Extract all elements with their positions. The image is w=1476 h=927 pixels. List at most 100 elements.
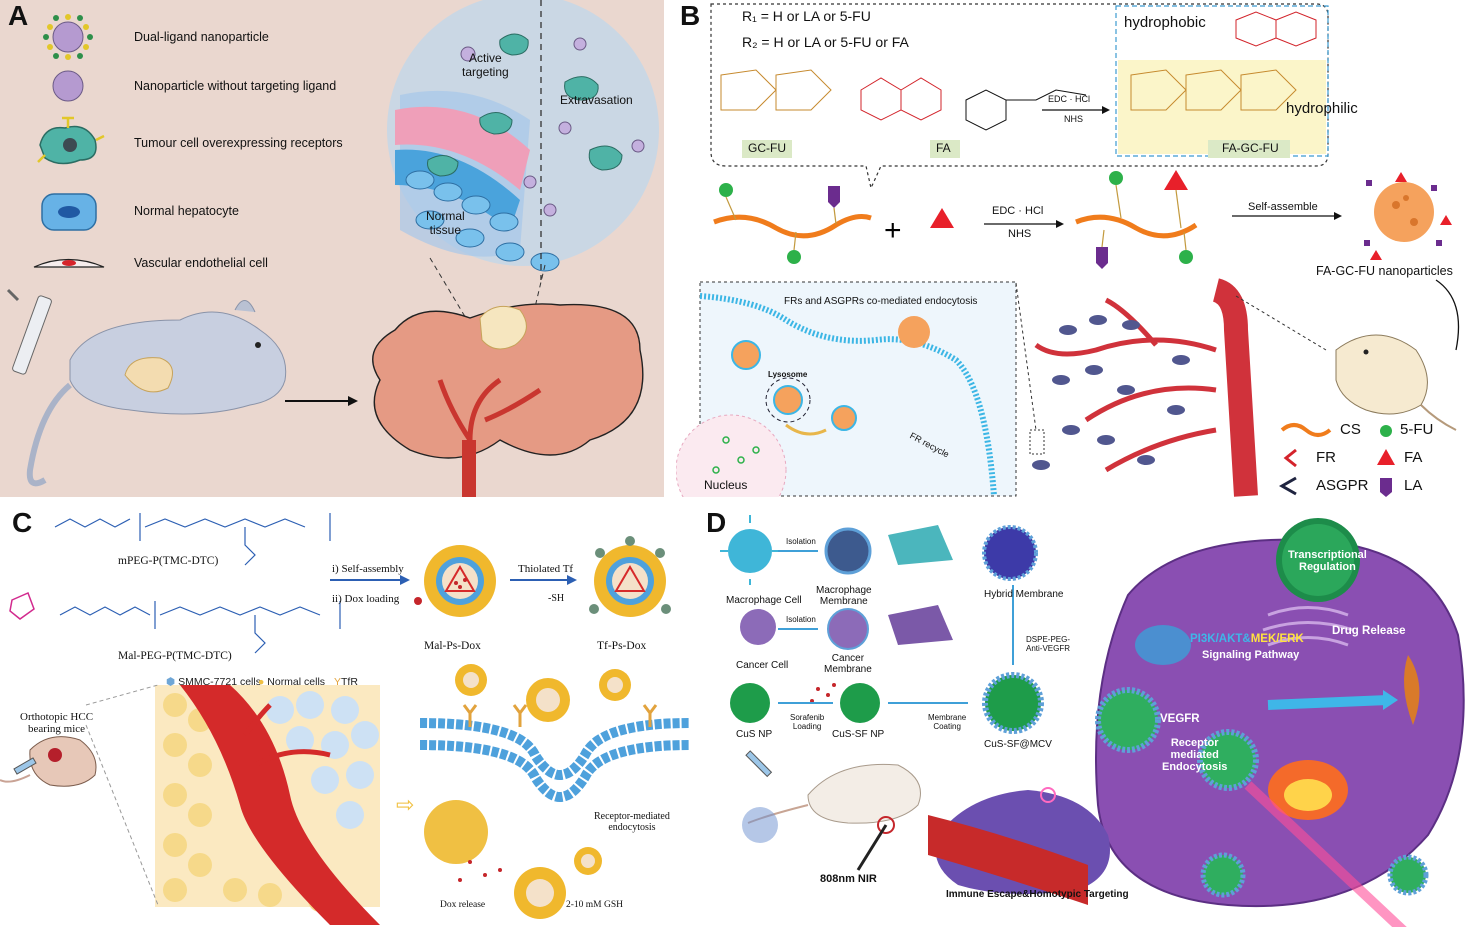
step2-label: ii) Dox loading <box>332 593 400 605</box>
reagent-label: NHS <box>1064 114 1084 124</box>
isolation-label: Isolation <box>786 615 816 624</box>
smmc-label: ⬢ SMMC-7721 cells <box>166 676 261 688</box>
sh-label: -SH <box>548 593 565 604</box>
nir-label: 808nm NIR <box>820 873 877 885</box>
normal-cells-label: ● Normal cells <box>258 676 326 688</box>
legend-cs: CS <box>1340 421 1361 438</box>
mouse-illustration <box>1335 334 1457 431</box>
dual-ligand-nanoparticle-icon <box>43 14 93 60</box>
fa-legend-icon <box>1377 449 1395 465</box>
fa-structure <box>860 77 942 121</box>
panel-c: ⇨ C mPEG-P(TMC-DTC) Mal-PEG-P(TMC-DTC) i… <box>0 505 700 927</box>
legend-item: Nanoparticle without targeting ligand <box>134 79 337 93</box>
mal-ps-dox-particle <box>424 545 496 617</box>
r1-label: R₁ = H or LA or 5-FU <box>742 8 871 24</box>
panel-b: + <box>676 0 1476 497</box>
tf-ps-dox-particle <box>589 536 671 617</box>
polymer1-label: mPEG-P(TMC-DTC) <box>118 555 219 567</box>
panel-label: B <box>680 0 701 31</box>
panel-label: A <box>8 0 29 31</box>
la-legend-icon <box>1380 478 1392 497</box>
macrophage-cell-icon <box>720 515 780 585</box>
nanoparticle-icon <box>424 664 631 919</box>
polymer-structure <box>54 513 341 654</box>
mouse-illustration <box>0 736 97 787</box>
tissue-illustration <box>155 685 380 925</box>
fa-gc-fu-label: FA-GC-FU <box>1222 141 1279 155</box>
hydrophobic-label: hydrophobic <box>1124 14 1206 31</box>
isolation-label: Isolation <box>786 537 816 546</box>
vegfr-label: VEGFR <box>1160 713 1200 725</box>
cus-np-label: CuS NP <box>736 729 773 740</box>
endocytosis-title: FRs and ASGPRs co-mediated endocytosis <box>784 296 978 307</box>
nanoparticle-icon <box>1095 687 1429 898</box>
dox-release-label: Dox release <box>440 900 486 910</box>
r2-label: R₂ = H or LA or 5-FU or FA <box>742 34 909 50</box>
legend-item: Vascular endothelial cell <box>134 256 268 270</box>
fa-gc-fu-structure <box>1130 69 1297 111</box>
panel-label: C <box>12 507 33 538</box>
legend-fr: FR <box>1316 449 1336 466</box>
gc-fu-label: GC-FU <box>748 141 786 155</box>
nanoparticles-label: FA-GC-FU nanoparticles <box>1316 264 1453 278</box>
panel-a-graphics <box>6 0 659 497</box>
legend-asgpr: ASGPR <box>1316 477 1369 494</box>
syringe-icon <box>13 757 37 775</box>
cell-membrane <box>419 704 691 802</box>
gc-fu-structure <box>720 69 832 111</box>
legend-item: Normal hepatocyte <box>134 204 239 218</box>
panel-c-graphics: ⇨ <box>0 513 691 925</box>
cus-sf-mcv-label: CuS-SF@MCV <box>984 739 1052 750</box>
svg-text:+: + <box>884 214 902 247</box>
pathway-label: PI3K/AKT&MEK/ERK <box>1190 633 1304 645</box>
mal-ps-dox-label: Mal-Ps-Dox <box>424 640 481 652</box>
reagent-label: EDC · HCl <box>992 205 1044 217</box>
drug-release-label: Drug Release <box>1332 625 1406 637</box>
plain-nanoparticle-icon <box>52 70 84 102</box>
reagent-label: NHS <box>1008 228 1032 240</box>
zoom-circle <box>387 0 659 280</box>
tumour-cell-icon <box>37 116 105 165</box>
polymer2-label: Mal-PEG-P(TMC-DTC) <box>118 650 232 662</box>
lysosome-label: Lysosome <box>768 370 808 379</box>
tf-ps-dox-label: Tf-Ps-Dox <box>597 640 647 652</box>
cs-legend-icon <box>1280 423 1332 437</box>
svg-text:⇨: ⇨ <box>396 792 414 817</box>
signaling-label: Signaling Pathway <box>1202 649 1300 661</box>
hybrid-membrane-label: Hybrid Membrane <box>984 589 1064 600</box>
fr-legend-icon <box>1283 448 1297 468</box>
tumor-illustration <box>928 787 1110 905</box>
thiolated-label: Thiolated Tf <box>518 563 574 575</box>
nanoparticle-icon <box>1364 172 1452 260</box>
mouse-illustration <box>26 300 287 487</box>
syringe-icon <box>745 750 773 778</box>
immune-escape-label: Immune Escape&Homotypic Targeting <box>946 889 1129 900</box>
syringe-icon <box>6 288 52 375</box>
panel-b-graphics: + <box>676 3 1460 497</box>
nucleus-label: Nucleus <box>704 478 748 492</box>
self-assemble-label: Self-assemble <box>1248 201 1318 213</box>
liver-illustration <box>372 303 644 497</box>
legend-item: Tumour cell overexpressing receptors <box>134 136 343 150</box>
dspe-label: DSPE-PEG-Anti-VEGFR <box>1026 635 1071 653</box>
legend-item: Dual-ligand nanoparticle <box>134 30 269 44</box>
extravasation-label: Extravasation <box>560 93 633 107</box>
legend-fa: FA <box>1404 449 1423 466</box>
cus-sf-np-label: CuS-SF NP <box>832 729 885 740</box>
macrophage-cell-label: Macrophage Cell <box>726 595 802 606</box>
panel-a: A Dual-ligand nanoparticle Nanoparticle … <box>0 0 664 497</box>
reagent-label: EDC · HCl <box>1048 94 1090 104</box>
step1-label: i) Self-assembly <box>332 563 404 575</box>
gsh-label: 2-10 mM GSH <box>566 900 624 910</box>
legend-la: LA <box>1404 477 1423 494</box>
